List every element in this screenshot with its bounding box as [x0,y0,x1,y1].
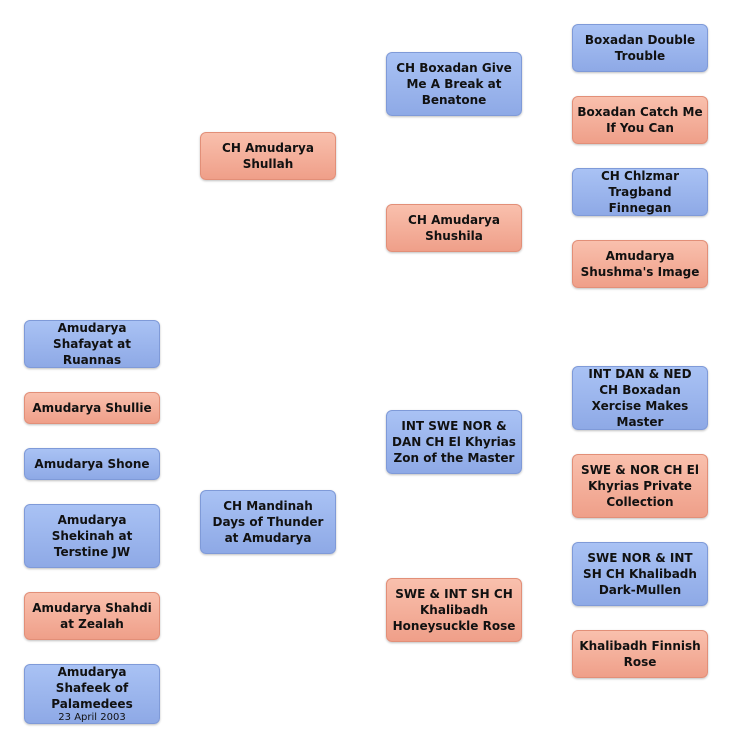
great-grandparent-node[interactable]: SWE NOR & INT SH CH Khalibadh Dark-Mulle… [572,542,708,606]
litter-node[interactable]: Amudarya Shahdi at Zealah [24,592,160,640]
node-label: Boxadan Catch Me If You Can [577,105,703,135]
great-grandparent-node[interactable]: Boxadan Catch Me If You Can [572,96,708,144]
node-label: Amudarya Shullie [32,401,152,415]
node-label: SWE NOR & INT SH CH Khalibadh Dark-Mulle… [583,551,697,597]
birth-date: 23 April 2003 [58,712,126,723]
node-label: INT DAN & NED CH Boxadan Xercise Makes M… [588,367,692,429]
litter-node[interactable]: Amudarya Shone [24,448,160,480]
node-label: CH Amudarya Shullah [222,141,314,171]
grandparent-node[interactable]: CH Amudarya Shushila [386,204,522,252]
great-grandparent-node[interactable]: INT DAN & NED CH Boxadan Xercise Makes M… [572,366,708,430]
node-label: Amudarya Shushma's Image [580,249,700,279]
node-label: Khalibadh Finnish Rose [579,639,701,669]
node-label: INT SWE NOR & DAN CH El Khyrias Zon of t… [392,419,516,465]
great-grandparent-node[interactable]: Amudarya Shushma's Image [572,240,708,288]
node-label: Amudarya Shekinah at Terstine JW [51,513,133,559]
sire-node[interactable]: CH Mandinah Days of Thunder at Amudarya [200,490,336,554]
great-grandparent-node[interactable]: SWE & NOR CH El Khyrias Private Collecti… [572,454,708,518]
litter-node[interactable]: Amudarya Shafeek of Palamedees 23 April … [24,664,160,724]
dam-node[interactable]: CH Amudarya Shullah [200,132,336,180]
litter-node[interactable]: Amudarya Shullie [24,392,160,424]
node-label: CH Amudarya Shushila [408,213,500,243]
node-label: Boxadan Double Trouble [584,33,696,63]
great-grandparent-node[interactable]: CH Chlzmar Tragband Finnegan [572,168,708,216]
great-grandparent-node[interactable]: Boxadan Double Trouble [572,24,708,72]
node-label: CH Mandinah Days of Thunder at Amudarya [212,499,324,545]
litter-node[interactable]: Amudarya Shafayat at Ruannas [24,320,160,368]
node-label: Amudarya Shone [34,457,150,471]
node-label: SWE & INT SH CH Khalibadh Honeysuckle Ro… [392,587,516,633]
node-label: SWE & NOR CH El Khyrias Private Collecti… [581,463,699,509]
node-label: CH Chlzmar Tragband Finnegan [601,169,679,215]
grandparent-node[interactable]: INT SWE NOR & DAN CH El Khyrias Zon of t… [386,410,522,474]
grandparent-node[interactable]: CH Boxadan Give Me A Break at Benatone [386,52,522,116]
node-label: Amudarya Shafayat at Ruannas [53,321,131,367]
litter-node[interactable]: Amudarya Shekinah at Terstine JW [24,504,160,568]
great-grandparent-node[interactable]: Khalibadh Finnish Rose [572,630,708,678]
grandparent-node[interactable]: SWE & INT SH CH Khalibadh Honeysuckle Ro… [386,578,522,642]
node-label: Amudarya Shafeek of Palamedees [51,665,133,711]
node-label: CH Boxadan Give Me A Break at Benatone [396,61,512,107]
node-label: Amudarya Shahdi at Zealah [32,601,152,631]
